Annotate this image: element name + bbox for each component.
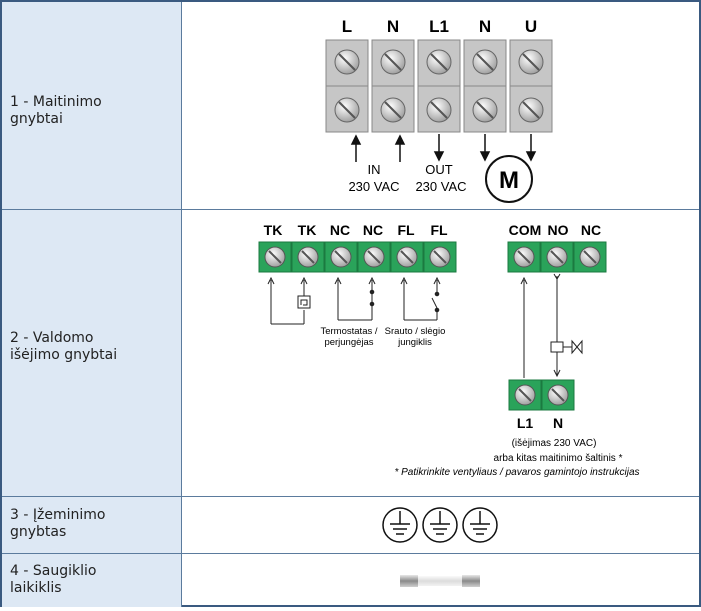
terminal-label-N2: N [479, 17, 491, 36]
fuse-icon [400, 575, 480, 587]
ground-diagram-cell [182, 497, 699, 553]
ground-icon [382, 507, 418, 543]
control-right-terminal-block [507, 241, 607, 273]
ctrl-label-TK1: TK [264, 222, 283, 238]
power-terminal-diagram: L N L1 N U IN 230 VAC OUT 230 VAC [325, 17, 553, 203]
row-label-fuse: 4 - Saugiklio laikiklis [10, 563, 97, 596]
instructions-note: * Patikrinkite ventyliaus / pavaros gami… [394, 467, 639, 478]
power-diagram-cell: L N L1 N U IN 230 VAC OUT 230 VAC [182, 2, 699, 209]
row-control: 2 - Valdomo išėjimo gnybtai [2, 210, 699, 497]
ctrl-label-NC2: NC [363, 222, 383, 238]
terminal-label-L1: L1 [429, 17, 449, 36]
ctrl-label-N: N [553, 415, 563, 431]
ctrl-label-FL2: FL [430, 222, 448, 238]
power-source-note: arba kitas maitinimo šaltinis * [494, 453, 623, 464]
flow-switch-wiring [400, 276, 441, 321]
terminal-label-N: N [387, 17, 399, 36]
flow-switch-label-2: jungiklis [397, 337, 432, 348]
in-voltage: 230 VAC [348, 179, 399, 194]
row-label-power: 1 - Maitinimo gnybtai [10, 94, 102, 127]
wire-arrows [350, 134, 537, 162]
ground-terminals [382, 507, 498, 543]
ctrl-label-L1: L1 [517, 415, 534, 431]
out-voltage: 230 VAC [415, 179, 466, 194]
terminal-L1 [417, 39, 461, 133]
control-diagram-cell: TK TK NC NC FL FL [182, 210, 699, 496]
control-lower-terminal-block [508, 379, 575, 411]
row-fuse: 4 - Saugiklio laikiklis [2, 554, 699, 607]
ground-icon [422, 507, 458, 543]
ctrl-label-COM: COM [509, 222, 542, 238]
fuse-holder [400, 575, 480, 587]
row-label-control: 2 - Valdomo išėjimo gnybtai [10, 330, 118, 363]
motor-label: M [499, 167, 519, 194]
terminal-L [325, 39, 369, 133]
output-note: (išėjimas 230 VAC) [512, 438, 597, 449]
thermostat-label-2: perjungėjas [324, 337, 373, 348]
out-label: OUT [425, 162, 453, 177]
terminal-N2 [463, 39, 507, 133]
ctrl-label-TK2: TK [298, 222, 317, 238]
control-left-terminal-block [258, 241, 457, 273]
ctrl-label-NC1: NC [330, 222, 350, 238]
row-ground: 3 - Įžeminimo gnybtas [2, 497, 699, 554]
ctrl-label-FL1: FL [397, 222, 415, 238]
thermostat-label-1: Termostatas / [320, 326, 377, 337]
terminal-U [509, 39, 553, 133]
terminal-N [371, 39, 415, 133]
fuse-diagram-cell [182, 554, 699, 607]
valve-wiring [520, 273, 583, 378]
ctrl-label-NC3: NC [581, 222, 601, 238]
row-label-ground: 3 - Įžeminimo gnybtas [10, 507, 106, 540]
in-label: IN [368, 162, 381, 177]
flow-switch-label-1: Srauto / slėgio [385, 326, 446, 337]
terminal-label-L: L [342, 17, 352, 36]
row-label-cell: 3 - Įžeminimo gnybtas [2, 497, 182, 553]
thermostat-switch-wiring [334, 276, 376, 321]
row-power: 1 - Maitinimo gnybtai [2, 2, 699, 210]
row-label-cell: 4 - Saugiklio laikiklis [2, 554, 182, 607]
row-label-cell: 1 - Maitinimo gnybtai [2, 2, 182, 209]
power-terminal-block [325, 39, 553, 133]
control-terminal-diagram: TK TK NC NC FL FL [258, 222, 640, 478]
terminal-label-U: U [525, 17, 537, 36]
tk-sensor-wiring [267, 276, 311, 325]
ground-icon [462, 507, 498, 543]
ctrl-label-NO: NO [548, 222, 569, 238]
row-label-cell: 2 - Valdomo išėjimo gnybtai [2, 210, 182, 496]
motor-icon: M [485, 155, 533, 203]
